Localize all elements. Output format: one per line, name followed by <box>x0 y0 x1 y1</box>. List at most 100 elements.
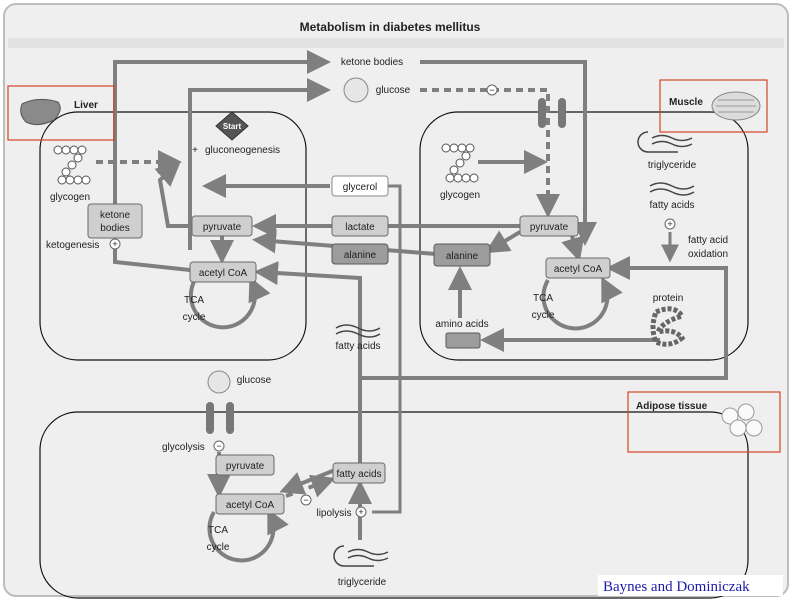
adipose-channel-left <box>206 402 214 434</box>
liver-pyruvate-label: pyruvate <box>203 222 242 233</box>
fa-to-muscle-arrow <box>360 256 728 380</box>
alanine-node <box>331 243 389 265</box>
liver-acetyl-coa-node <box>189 261 257 283</box>
adipose-pyruvate-node <box>215 454 275 476</box>
lipolysis-label: lipolysis <box>316 508 351 519</box>
muscle-fatty-acid-icon-2 <box>649 188 695 196</box>
protein-label: protein <box>653 293 684 304</box>
adipose-acetyl-coa-node <box>215 493 285 515</box>
triglyceride-icon <box>637 131 693 153</box>
fa-oxidation-label-1: fatty acid <box>688 235 728 246</box>
glycerol-from-adipose <box>372 184 402 514</box>
liver-tca-cycle <box>188 276 271 330</box>
adipose-channel-right <box>226 402 234 434</box>
pyruvate-to-alanine-arrow <box>484 230 522 254</box>
adipose-title: Adipose tissue <box>636 401 708 412</box>
plus-gluconeogenesis: + <box>192 145 198 156</box>
liver-label-box <box>7 85 115 141</box>
glucose-minus: − <box>489 85 494 95</box>
muscle-channel-left <box>538 98 546 128</box>
adipose-fatty-acids-node <box>332 462 386 484</box>
start-label: Start <box>223 122 242 131</box>
muscle-label-box <box>659 79 768 133</box>
blood-ketone-bodies: ketone bodies <box>341 57 403 68</box>
lactate-node <box>331 215 389 237</box>
liver-acetyl-coa-label: acetyl CoA <box>199 268 248 279</box>
muscle-tca-2: cycle <box>532 310 555 321</box>
ketone-bodies-label-1: ketone <box>100 210 130 221</box>
glycolysis-label: glycolysis <box>162 442 205 453</box>
fa-to-liver-arrow <box>254 261 362 470</box>
glucose-inhibit-circle <box>486 84 498 96</box>
muscle-cells-icon <box>711 91 761 121</box>
glycolysis-minus: − <box>216 441 221 451</box>
muscle-fatty-acids-label: fatty acids <box>649 200 694 211</box>
lipolysis-plus: + <box>358 507 363 517</box>
muscle-title: Muscle <box>669 97 703 108</box>
fa-to-acoa-arrow <box>279 468 336 495</box>
page-sheet <box>3 3 789 597</box>
protein-icon <box>650 306 686 347</box>
glycerol-node <box>331 175 389 197</box>
muscle-pyruvate-label: pyruvate <box>530 222 569 233</box>
liver-tca-1: TCA <box>184 295 204 306</box>
adipose-tca-1: TCA <box>208 525 228 536</box>
liver-glycogen-label: glycogen <box>50 192 90 203</box>
ketone-to-muscle-arrow <box>420 60 597 246</box>
muscle-alanine-node <box>433 243 491 267</box>
muscle-pyruvate-node <box>519 215 579 237</box>
adipose-compartment <box>39 411 749 599</box>
liver-title: Liver <box>74 100 98 111</box>
adipose-glucose-label: glucose <box>237 375 272 386</box>
header-band <box>8 38 784 48</box>
source-credit: Baynes and Dominiczak <box>603 579 750 595</box>
glycolysis-minus-circle <box>213 440 225 452</box>
adipose-acetyl-coa-label: acetyl CoA <box>226 500 275 511</box>
glycerol-label: glycerol <box>343 182 377 193</box>
liver-compartment <box>39 111 307 361</box>
adipose-glucose-circle <box>207 370 231 394</box>
blood-fatty-acids: fatty acids <box>335 341 380 352</box>
adipose-triglyceride-icon <box>333 545 389 567</box>
credit-background <box>598 575 783 596</box>
glucose-out-arrow <box>188 78 331 250</box>
muscle-glycogen-label: glycogen <box>440 190 480 201</box>
fa-oxidation-plus: + <box>667 219 672 229</box>
ketone-bodies-node <box>87 203 143 239</box>
fatty-acid-icon <box>335 324 381 338</box>
adipose-tca-cycle <box>207 508 289 563</box>
muscle-pyr-acoa-arrow <box>561 235 585 262</box>
muscle-alanine-label: alanine <box>446 251 479 262</box>
ketogenesis-plus-circle <box>109 238 121 250</box>
fa-oxidation-label-2: oxidation <box>688 249 728 260</box>
diagram-title: Metabolism in diabetes mellitus <box>300 20 481 34</box>
muscle-fatty-acid-icon <box>649 182 695 190</box>
ketogenesis-plus: + <box>112 239 117 249</box>
ketogenesis-label: ketogenesis <box>46 240 99 251</box>
liver-icon <box>20 98 61 126</box>
acoa-to-fa-dashed <box>285 474 336 498</box>
adipose-pyruvate-label: pyruvate <box>226 461 265 472</box>
fa-synthesis-minus: − <box>303 495 308 505</box>
muscle-channel-right <box>558 98 566 128</box>
muscle-acetyl-coa-label: acetyl CoA <box>554 264 603 275</box>
amino-acids-label: amino acids <box>435 319 488 330</box>
muscle-glycogen-icon <box>441 143 479 183</box>
start-diamond-icon <box>215 111 249 141</box>
gluconeogenesis-label: gluconeogenesis <box>205 145 280 156</box>
glucose-circle <box>343 77 369 103</box>
glycogen-icon <box>53 145 91 185</box>
alanine-label: alanine <box>344 250 377 261</box>
muscle-tca-cycle <box>541 276 623 331</box>
blood-glucose: glucose <box>376 85 411 96</box>
muscle-acetyl-coa-node <box>545 257 611 279</box>
adipose-triglyceride-label: triglyceride <box>338 577 387 588</box>
lactate-label: lactate <box>345 222 375 233</box>
pyruvate-gluconeogenesis-arrow <box>154 162 192 228</box>
lipolysis-plus-circle <box>355 506 367 518</box>
adipose-fatty-acids-label: fatty acids <box>336 469 381 480</box>
fa-synthesis-minus-circle <box>300 494 312 506</box>
adipose-label-box <box>627 391 781 453</box>
ketone-to-blood-arrow <box>113 50 331 205</box>
